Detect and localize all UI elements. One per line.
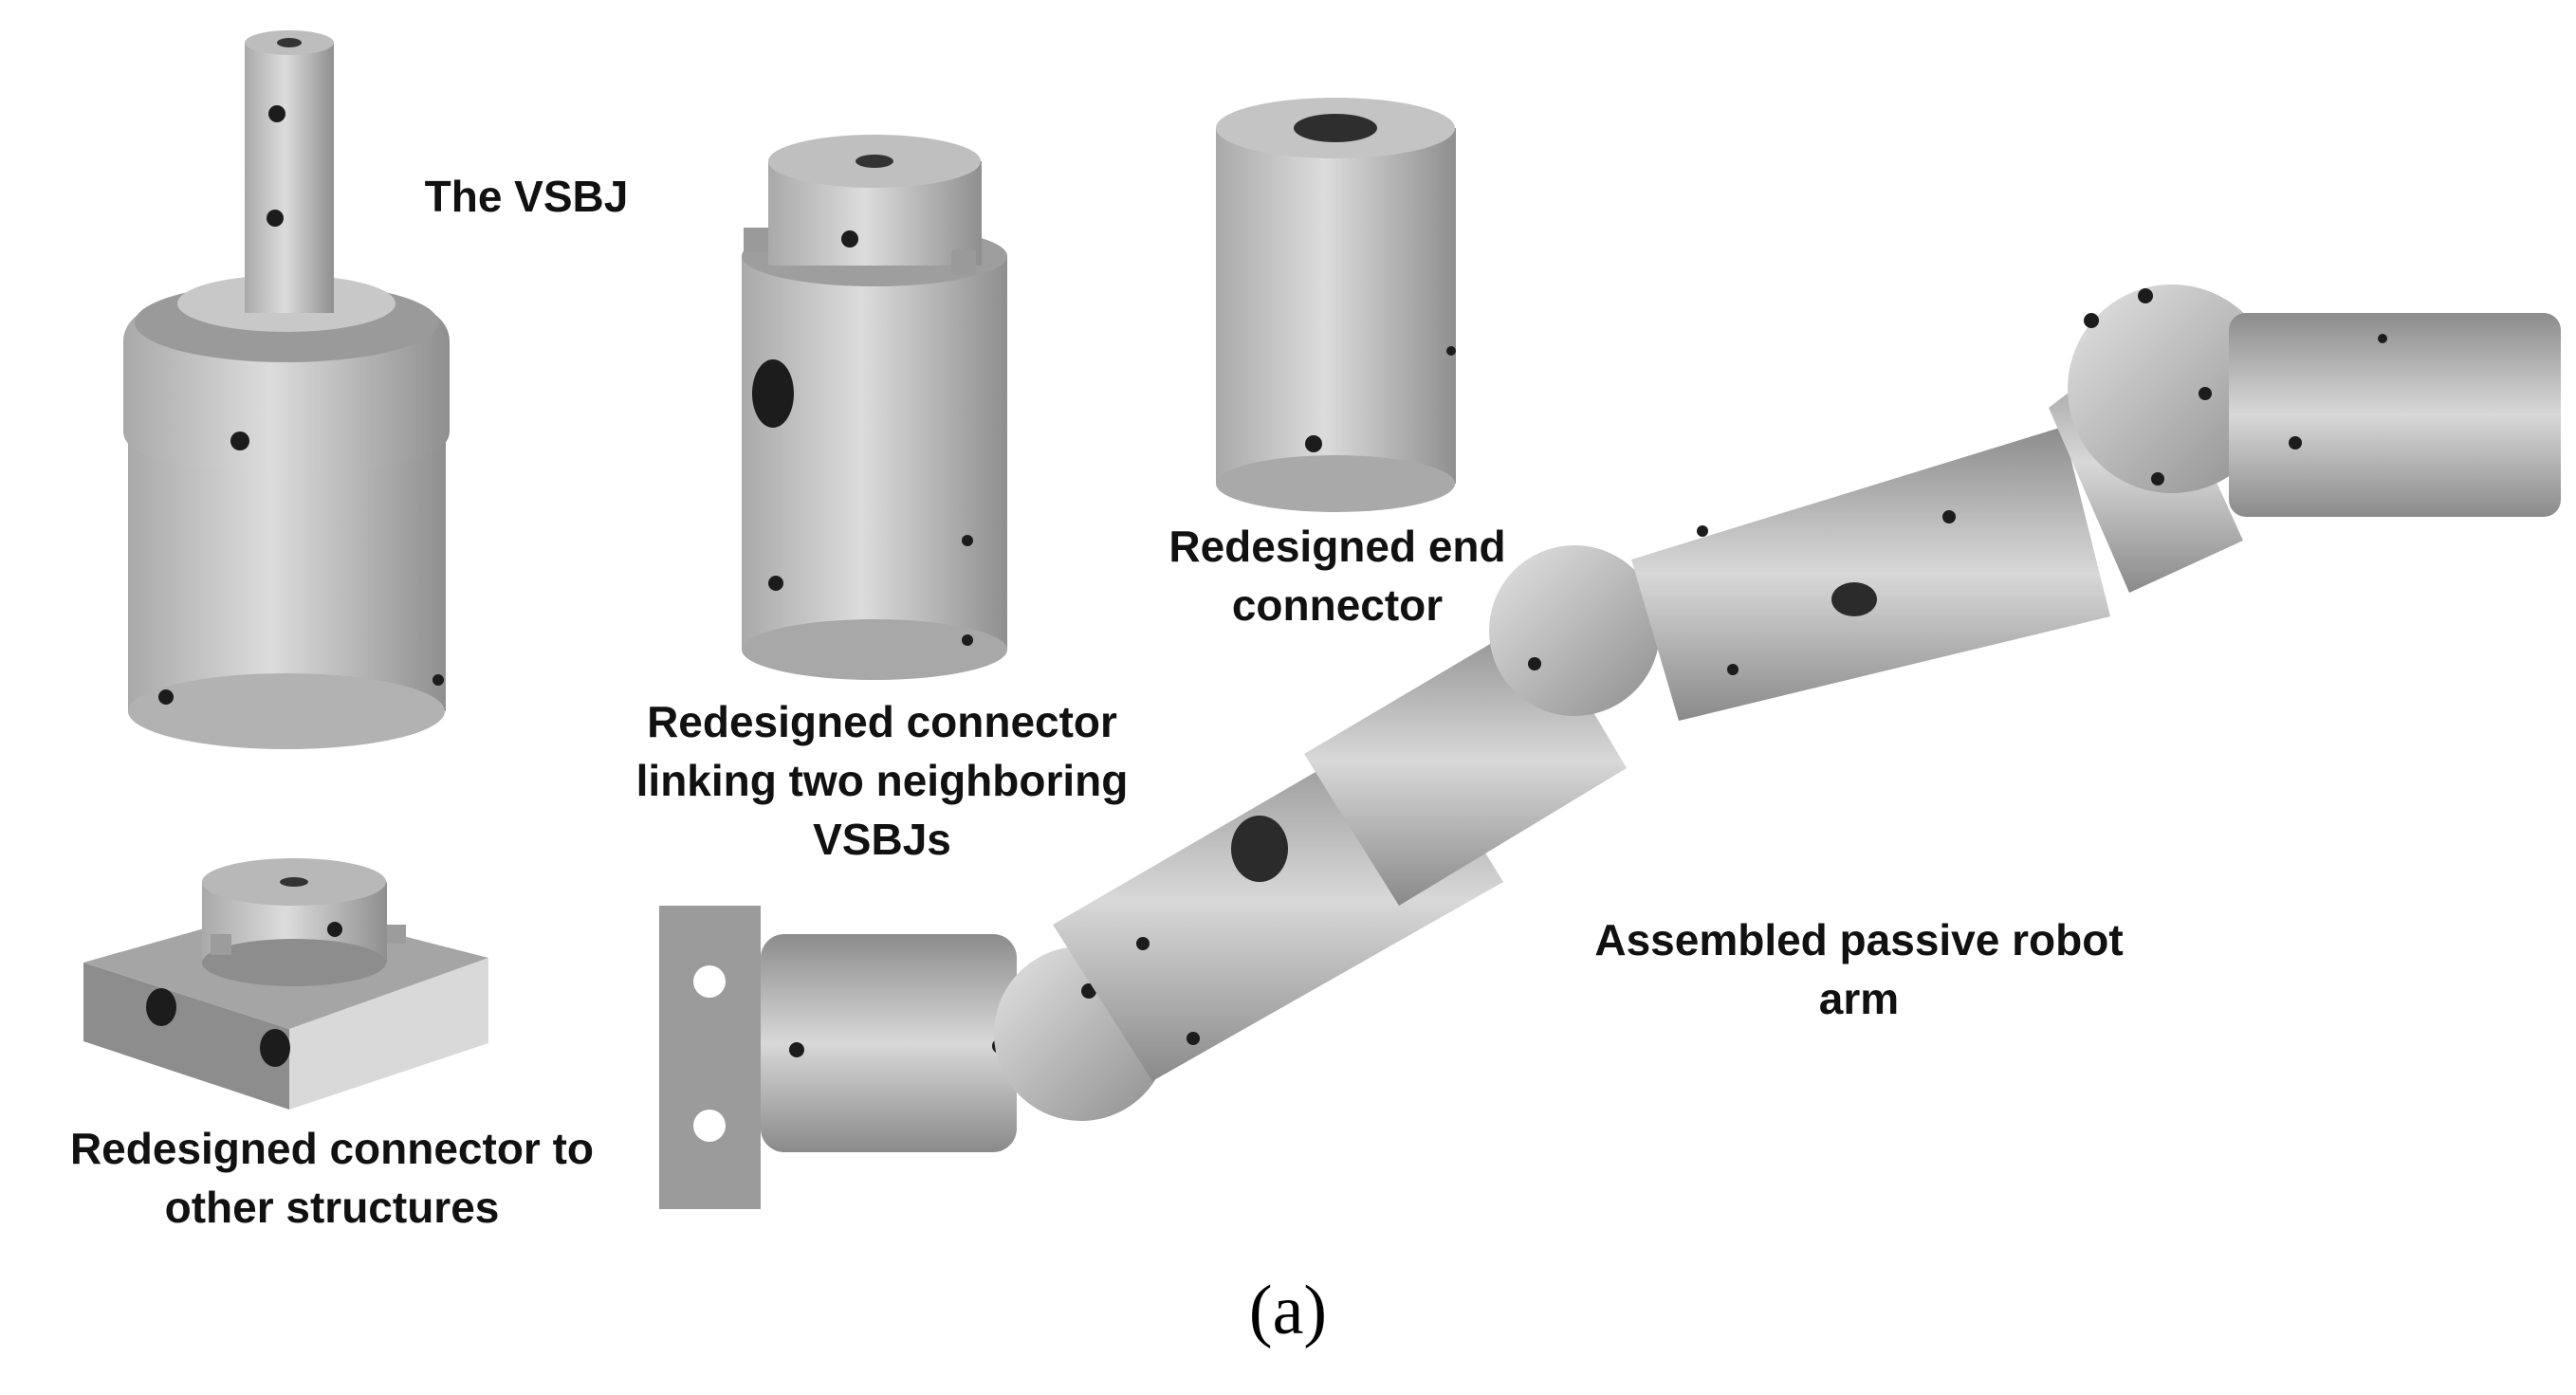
assembled-arm-label: Assembled passive robot arm (1594, 915, 2124, 1023)
end-connector-model (1216, 98, 1456, 512)
other-structures-connector-label: Redesigned connector to other structures (69, 1124, 595, 1232)
other-structures-connector-model (83, 858, 488, 1110)
linking-connector-label: Redesigned connector linking two neighbo… (635, 697, 1129, 864)
vsbj-label: The VSBJ (424, 172, 629, 221)
assembled-arm-model (659, 285, 2561, 1209)
figure-caption: (a) (1248, 1272, 1328, 1349)
vsbj-model (123, 30, 450, 749)
linking-connector-model (742, 135, 1007, 680)
vsbj-shaft (245, 43, 334, 313)
end-connector-label: Redesigned end connector (1168, 522, 1506, 630)
